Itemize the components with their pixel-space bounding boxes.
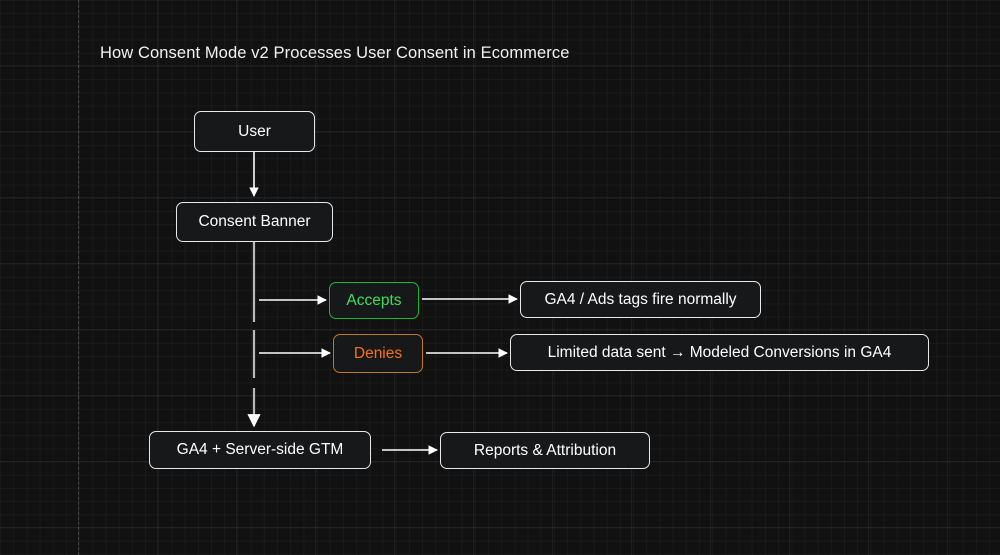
node-limited-data-modeled-conversions-label: Limited data sent → Modeled Conversions …: [547, 343, 892, 361]
node-consent-banner-label: Consent Banner: [198, 213, 311, 230]
node-reports-attribution[interactable]: Reports & Attribution: [440, 432, 650, 469]
diagram-title: How Consent Mode v2 Processes User Conse…: [100, 44, 570, 62]
grid-guide-line: [78, 0, 79, 555]
node-denies[interactable]: Denies: [333, 334, 423, 373]
node-consent-banner[interactable]: Consent Banner: [176, 202, 333, 242]
node-ga4-ads-tags-fire[interactable]: GA4 / Ads tags fire normally: [520, 281, 761, 318]
node-accepts-label: Accepts: [346, 291, 402, 309]
node-ga4-server-side-gtm-label: GA4 + Server-side GTM: [176, 441, 344, 458]
node-ga4-ads-tags-fire-label: GA4 / Ads tags fire normally: [544, 290, 737, 308]
node-user[interactable]: User: [194, 111, 315, 152]
node-denies-label: Denies: [353, 344, 403, 362]
node-limited-data-modeled-conversions[interactable]: Limited data sent → Modeled Conversions …: [510, 334, 929, 371]
node-accepts[interactable]: Accepts: [329, 282, 419, 319]
node-reports-attribution-label: Reports & Attribution: [473, 441, 617, 459]
node-ga4-server-side-gtm[interactable]: GA4 + Server-side GTM: [149, 431, 371, 469]
node-user-label: User: [238, 122, 271, 140]
